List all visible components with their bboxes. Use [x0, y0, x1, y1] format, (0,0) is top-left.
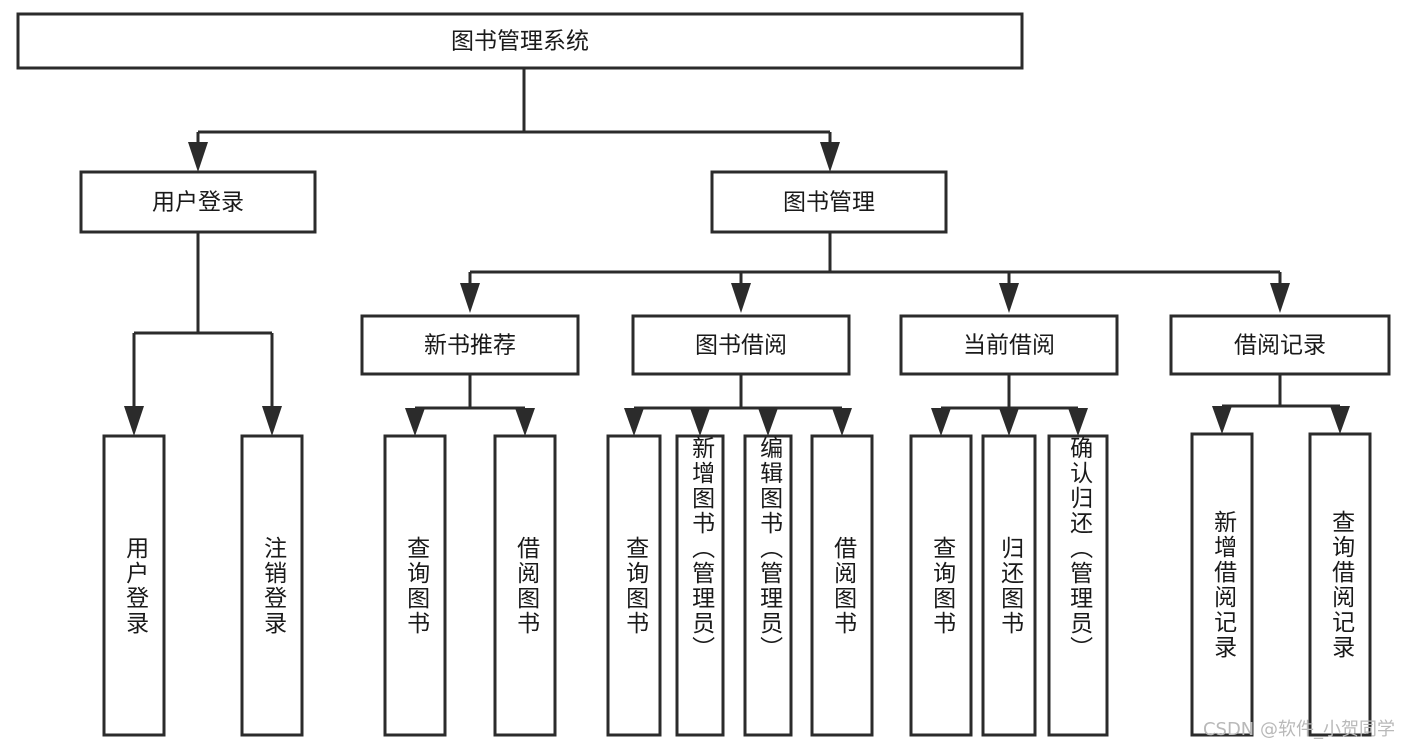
node-box-leaf-currentborrow-3[interactable]: [1047, 434, 1109, 737]
node-box-borrow-record[interactable]: [1169, 314, 1391, 376]
node-box-leaf-currentborrow-1[interactable]: [909, 434, 973, 737]
arrow-head-borrowrecord: [1270, 283, 1290, 313]
arrow-head-leaf-currentborrow-3: [1068, 408, 1088, 436]
arrow-head-leaf-user-login-2: [262, 406, 282, 436]
arrow-head-leaf-newbook-2: [515, 408, 535, 436]
node-box-leaf-newbook-2[interactable]: [493, 434, 557, 737]
connector-group-userlogin: [124, 232, 282, 436]
arrow-head-leaf-bookborrow-3: [758, 408, 778, 436]
node-box-leaf-user-login-1[interactable]: [102, 434, 166, 737]
arrow-head-bookborrow: [731, 283, 751, 313]
arrow-head-leaf-newbook-1: [405, 408, 425, 436]
arrow-head-leaf-bookborrow-2: [690, 408, 710, 436]
arrow-head-leaf-borrowrecord-1: [1212, 406, 1232, 434]
node-box-root[interactable]: [16, 12, 1024, 70]
connector-group-currentborrow: [931, 374, 1088, 436]
node-box-leaf-currentborrow-2[interactable]: [981, 434, 1037, 737]
node-box-leaf-bookborrow-1[interactable]: [606, 434, 662, 737]
label-current-borrow: 当前借阅: [963, 333, 1055, 359]
arrow-head-currentborrow: [999, 283, 1019, 313]
node-box-leaf-newbook-1[interactable]: [383, 434, 447, 737]
connector-group-root: [188, 68, 840, 172]
label-borrow-record: 借阅记录: [1234, 333, 1326, 359]
arrow-head-leaf-currentborrow-1: [931, 408, 951, 436]
connector-group-newbook: [405, 374, 535, 436]
node-box-user-login[interactable]: [79, 170, 317, 234]
node-box-current-borrow[interactable]: [899, 314, 1119, 376]
arrow-head-leaf-bookborrow-1: [624, 408, 644, 436]
connector-group-bookborrow: [624, 374, 852, 436]
connector-group-bookmgmt: [460, 232, 1290, 313]
arrow-head-leaf-bookborrow-4: [832, 408, 852, 436]
node-box-book-management[interactable]: [710, 170, 948, 234]
arrow-head-newbook: [460, 283, 480, 313]
node-box-leaf-bookborrow-4[interactable]: [810, 434, 874, 737]
arrow-head-leaf-borrowrecord-2: [1330, 406, 1350, 434]
node-box-leaf-bookborrow-2[interactable]: [675, 434, 725, 737]
node-box-new-book-recommend[interactable]: [360, 314, 580, 376]
connector-group-borrowrecord: [1212, 374, 1350, 434]
arrow-head-leaf-currentborrow-2: [999, 408, 1019, 436]
node-box-leaf-bookborrow-3[interactable]: [743, 434, 793, 737]
label-book-management: 图书管理: [783, 190, 875, 216]
node-box-leaf-borrowrecord-2[interactable]: [1308, 432, 1372, 737]
label-root: 图书管理系统: [451, 29, 589, 55]
arrow-head-leaf-user-login-1: [124, 406, 144, 436]
csdn-watermark: CSDN @软件_小贺同学: [1202, 719, 1395, 740]
node-box-book-borrow[interactable]: [631, 314, 851, 376]
label-book-borrow: 图书借阅: [695, 333, 787, 359]
node-box-leaf-borrowrecord-1[interactable]: [1190, 432, 1254, 737]
label-new-book-recommend: 新书推荐: [424, 333, 516, 359]
arrow-head-bookmgmt: [820, 142, 840, 172]
arrow-head-userlogin: [188, 142, 208, 172]
label-user-login: 用户登录: [152, 190, 244, 216]
node-box-leaf-user-login-2[interactable]: [240, 434, 304, 737]
